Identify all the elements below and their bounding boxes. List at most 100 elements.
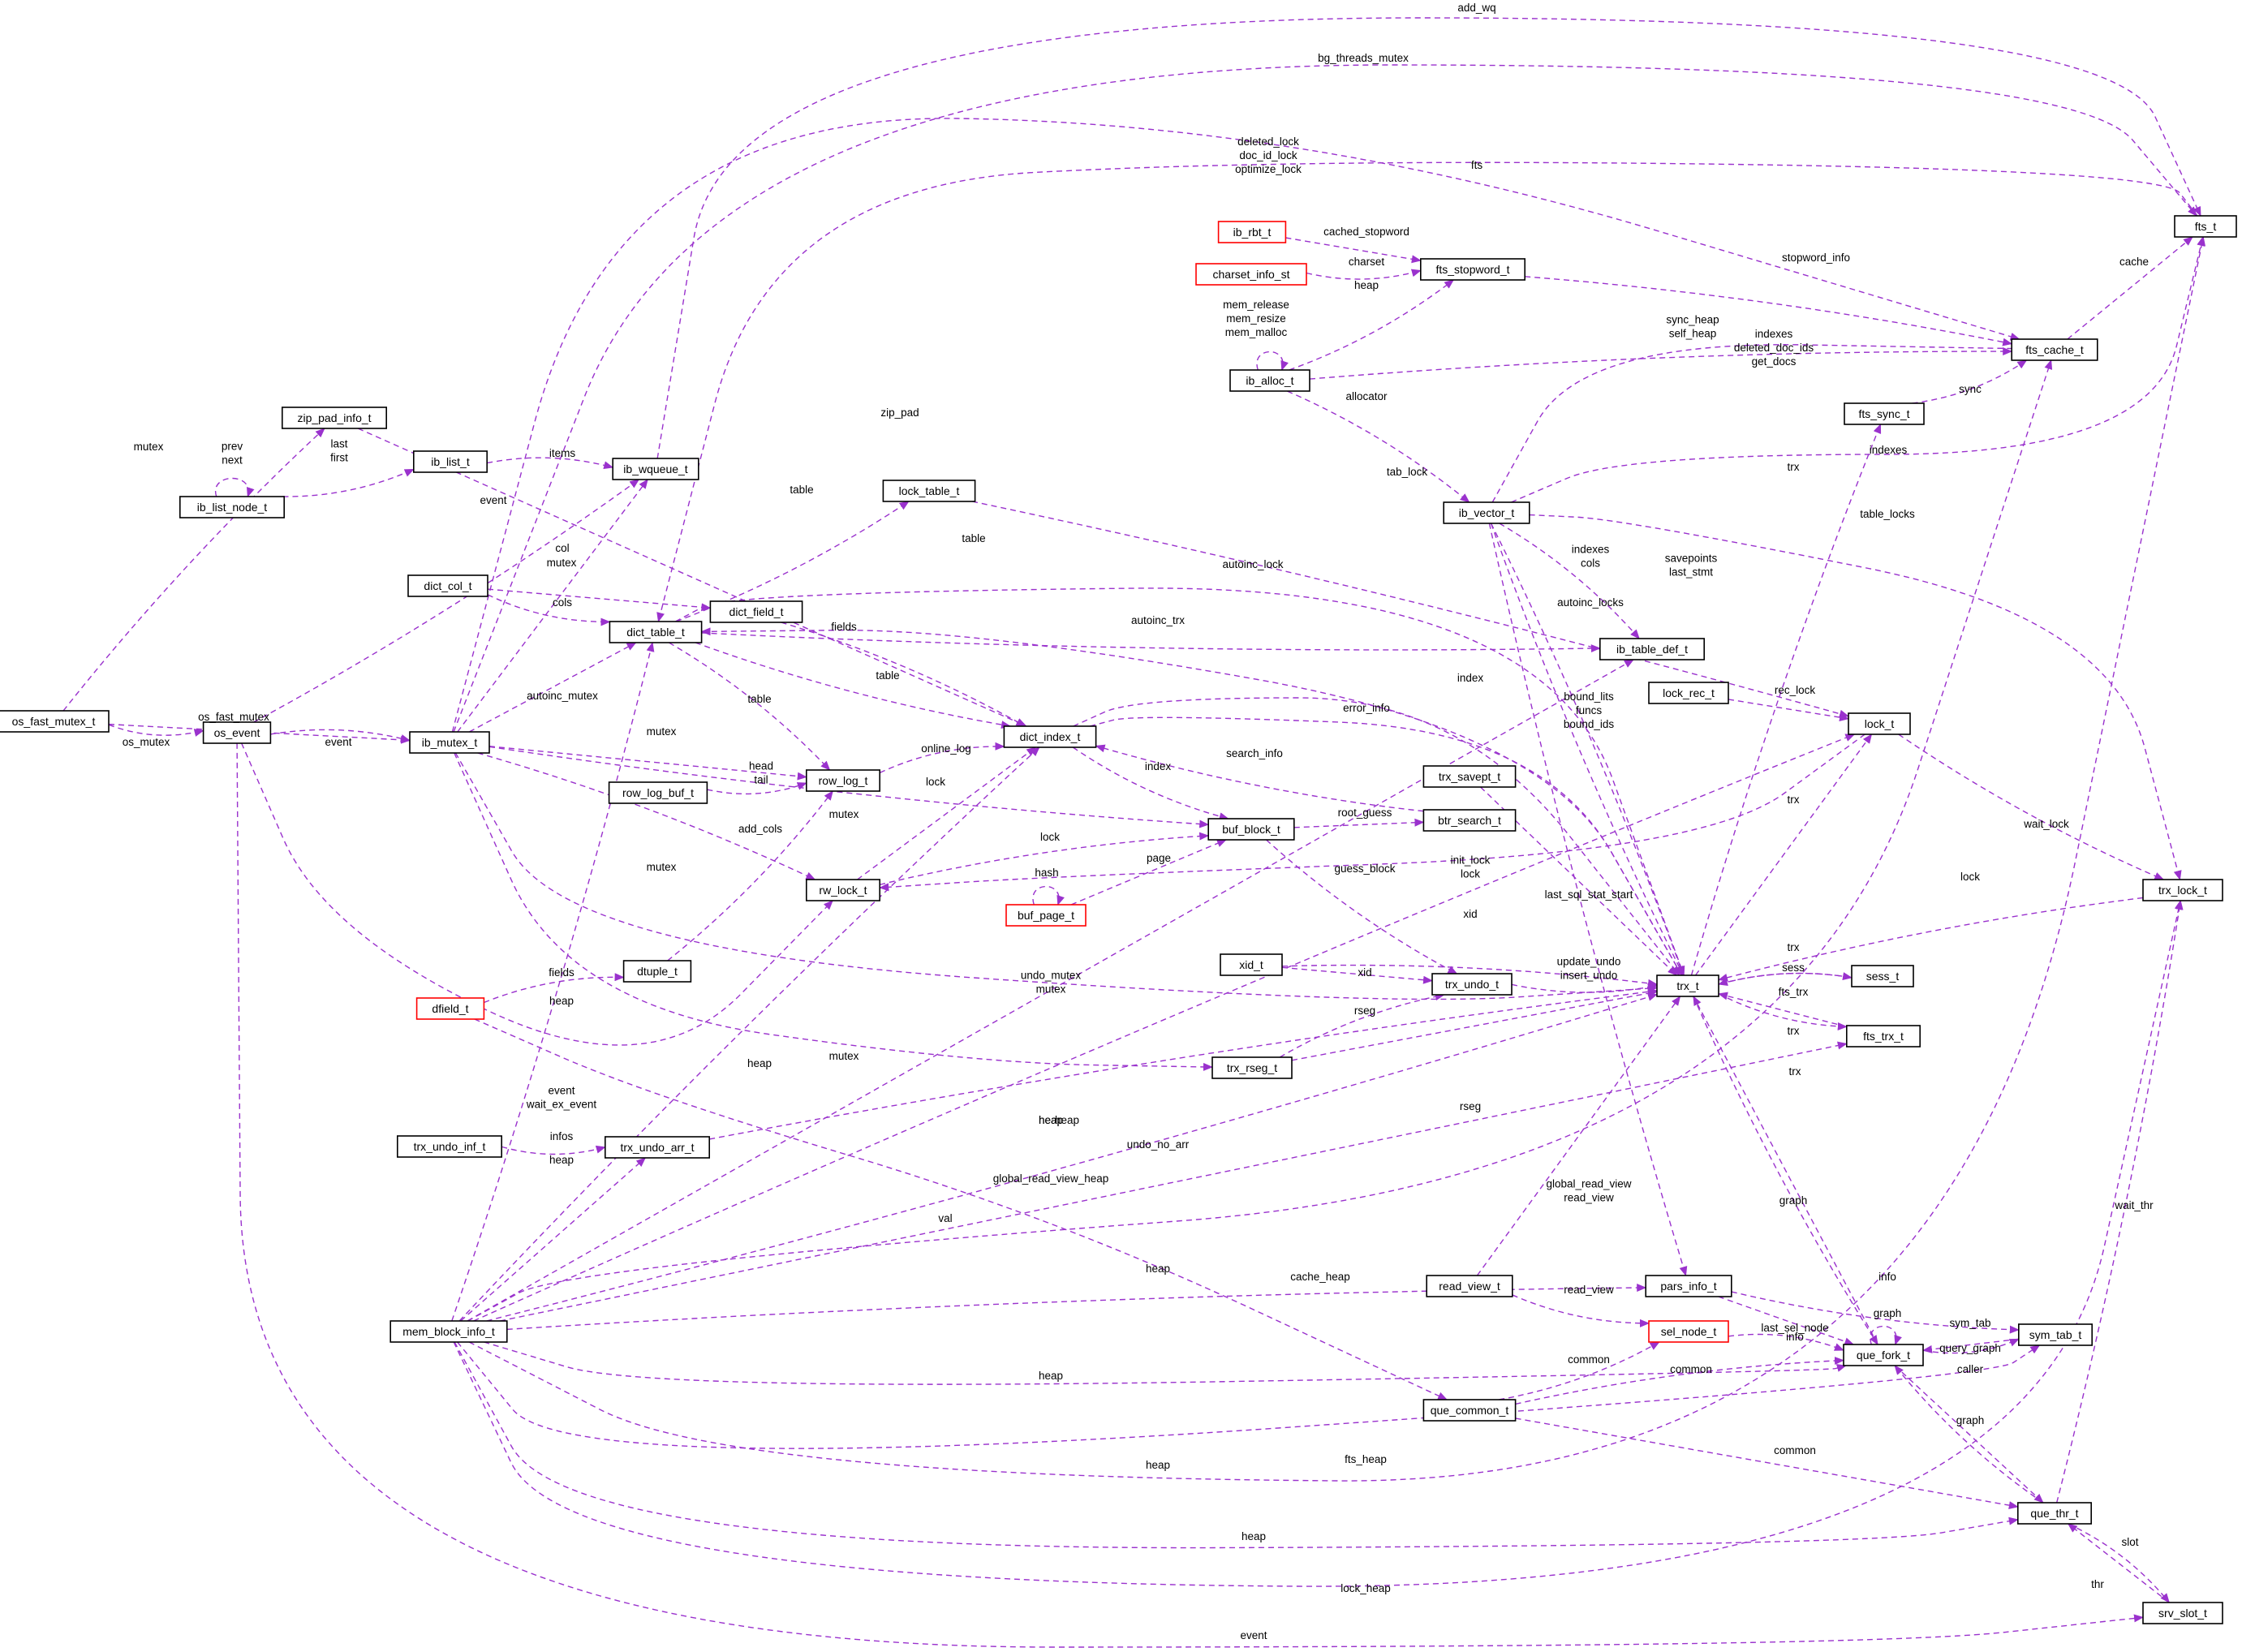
- edge-os-event-to-srv-slot-t: [236, 742, 2144, 1648]
- node-box: [882, 480, 976, 502]
- node-charset-info-st[interactable]: charset_info_st: [1195, 263, 1307, 286]
- node-que-fork-t[interactable]: que_fork_t: [1843, 1344, 1924, 1366]
- node-btr-search-t[interactable]: btr_search_t: [1422, 809, 1517, 832]
- node-lock-rec-t[interactable]: lock_rec_t: [1648, 682, 1729, 704]
- node-mem-block-info-t[interactable]: mem_block_info_t: [389, 1320, 508, 1343]
- edge-trx-t-to-que-fork-t: [1693, 996, 1878, 1345]
- node-sess-t[interactable]: sess_t: [1851, 965, 1914, 987]
- edge-label: search_info: [1226, 747, 1283, 759]
- node-buf-page-t[interactable]: buf_page_t: [1005, 904, 1087, 927]
- node-ib-vector-t[interactable]: ib_vector_t: [1443, 501, 1530, 524]
- edge-ib-list-node-t-to-ib-list-node-t: [214, 477, 255, 497]
- edge-label: val: [938, 1212, 952, 1224]
- node-pars-info-t[interactable]: pars_info_t: [1645, 1275, 1732, 1297]
- edge-label: mutex: [647, 861, 677, 873]
- node-que-common-t[interactable]: que_common_t: [1422, 1399, 1517, 1422]
- node-sel-node-t[interactable]: sel_node_t: [1648, 1320, 1729, 1343]
- edge-label: fts_trx: [1779, 986, 1809, 998]
- edge-label: trx: [1789, 1065, 1801, 1078]
- node-ib-wqueue-t[interactable]: ib_wqueue_t: [612, 458, 699, 480]
- node-ib-rbt-t[interactable]: ib_rbt_t: [1217, 221, 1287, 243]
- node-label: os_fast_mutex_t: [12, 715, 96, 728]
- node-trx-lock-t[interactable]: trx_lock_t: [2142, 879, 2223, 901]
- node-ib-list-node-t[interactable]: ib_list_node_t: [179, 496, 285, 518]
- node-buf-block-t[interactable]: buf_block_t: [1207, 818, 1295, 841]
- edge-que-fork-t-to-sym-tab-t: [1922, 1338, 2020, 1354]
- node-label: trx_savept_t: [1439, 770, 1500, 783]
- node-os-fast-mutex-t[interactable]: os_fast_mutex_t: [0, 710, 110, 733]
- node-box: [1848, 712, 1911, 735]
- edge-row-log-buf-t-to-row-log-t: [707, 782, 807, 795]
- edge-row-log-t-to-dict-index-t: [879, 742, 1005, 774]
- node-srv-slot-t[interactable]: srv_slot_t: [2142, 1602, 2223, 1624]
- node-xid-t[interactable]: xid_t: [1220, 953, 1283, 976]
- node-box: [1648, 682, 1729, 704]
- edge-label: error_info: [1343, 702, 1390, 714]
- node-trx-undo-t[interactable]: trx_undo_t: [1431, 973, 1513, 996]
- edge-label: table: [962, 532, 985, 544]
- node-zip-pad-info-t[interactable]: zip_pad_info_t: [281, 407, 387, 429]
- edge-que-common-t-to-que-thr-t: [1515, 1418, 2019, 1510]
- node-label: dtuple_t: [637, 965, 678, 978]
- edge-label: sess: [1782, 962, 1805, 974]
- node-label: os_event: [214, 726, 260, 739]
- edge-label: xid: [1463, 908, 1477, 920]
- edge-label: mem_resize: [1226, 312, 1286, 325]
- node-fts-t[interactable]: fts_t: [2174, 215, 2237, 238]
- edge-label: infos: [550, 1130, 574, 1142]
- edge-buf-page-t-to-buf-page-t: [1032, 885, 1065, 906]
- node-row-log-buf-t[interactable]: row_log_buf_t: [608, 781, 708, 804]
- edge-label: mem_release: [1223, 299, 1289, 311]
- edge-mem-block-info-t-to-trx-lock-t: [453, 900, 2183, 1587]
- node-row-log-t[interactable]: row_log_t: [805, 769, 880, 792]
- node-dict-field-t[interactable]: dict_field_t: [709, 600, 803, 623]
- node-trx-undo-inf-t[interactable]: trx_undo_inf_t: [396, 1135, 502, 1158]
- edge-label: heap: [1039, 1114, 1063, 1126]
- edge-rw-lock-t-to-dict-index-t: [857, 746, 1037, 880]
- node-label: dict_col_t: [424, 579, 471, 592]
- edge-mem-block-info-t-to-trx-undo-arr-t: [460, 1157, 647, 1322]
- edge-ib-wqueue-t-to-fts-t: [656, 17, 2201, 459]
- node-dict-col-t[interactable]: dict_col_t: [407, 574, 488, 597]
- node-fts-cache-t[interactable]: fts_cache_t: [2011, 338, 2098, 361]
- node-label: dict_table_t: [626, 626, 685, 639]
- edge-label: heap: [1241, 1530, 1266, 1542]
- node-trx-undo-arr-t[interactable]: trx_undo_arr_t: [604, 1136, 710, 1159]
- node-ib-mutex-t[interactable]: ib_mutex_t: [409, 731, 490, 754]
- edge-label: table: [747, 693, 771, 705]
- node-fts-trx-t[interactable]: fts_trx_t: [1846, 1025, 1921, 1048]
- node-os-event[interactable]: os_event: [202, 721, 272, 744]
- node-fts-sync-t[interactable]: fts_sync_t: [1844, 402, 1925, 425]
- node-trx-rseg-t[interactable]: trx_rseg_t: [1211, 1056, 1293, 1079]
- edge-lock-t-to-rw-lock-t: [879, 734, 1865, 892]
- node-box: [1851, 965, 1914, 987]
- edge-ib-vector-t-to-trx-t: [1490, 523, 1685, 976]
- edge-btr-search-t-to-dict-index-t: [1095, 744, 1424, 812]
- node-ib-list-t[interactable]: ib_list_t: [412, 450, 488, 473]
- node-sym-tab-t[interactable]: sym_tab_t: [2018, 1323, 2094, 1346]
- node-label: ib_table_def_t: [1616, 643, 1688, 656]
- node-fts-stopword-t[interactable]: fts_stopword_t: [1420, 258, 1526, 281]
- node-box: [604, 1136, 710, 1159]
- node-dtuple-t[interactable]: dtuple_t: [622, 960, 692, 983]
- node-read-view-t[interactable]: read_view_t: [1426, 1275, 1513, 1297]
- node-dict-table-t[interactable]: dict_table_t: [609, 621, 703, 643]
- node-trx-t[interactable]: trx_t: [1656, 974, 1719, 997]
- node-dict-index-t[interactable]: dict_index_t: [1003, 725, 1097, 748]
- node-lock-table-t[interactable]: lock_table_t: [882, 480, 976, 502]
- node-label: lock_t: [1865, 717, 1895, 730]
- node-label: zip_pad_info_t: [297, 411, 371, 424]
- node-box: [1846, 1025, 1921, 1048]
- edge-charset-info-st-to-fts-stopword-t: [1306, 269, 1422, 280]
- node-que-thr-t[interactable]: que_thr_t: [2017, 1502, 2093, 1525]
- node-lock-t[interactable]: lock_t: [1848, 712, 1911, 735]
- edge-os-event-to-ib-wqueue-t: [253, 479, 640, 723]
- node-layer: ib_table_def_t ib_vector_t ib_alloc_t mem_b…: [0, 215, 2237, 1624]
- node-rw-lock-t[interactable]: rw_lock_t: [805, 879, 880, 901]
- node-trx-savept-t[interactable]: trx_savept_t: [1422, 765, 1517, 788]
- edge-label: wait_lock: [2023, 818, 2069, 830]
- node-ib-table-def-t[interactable]: ib_table_def_t: [1599, 638, 1706, 660]
- node-dfield-t[interactable]: dfield_t: [415, 997, 485, 1020]
- node-ib-alloc-t[interactable]: ib_alloc_t: [1229, 369, 1310, 392]
- edge-trx-t-to-fts-sync-t: [1690, 424, 1882, 976]
